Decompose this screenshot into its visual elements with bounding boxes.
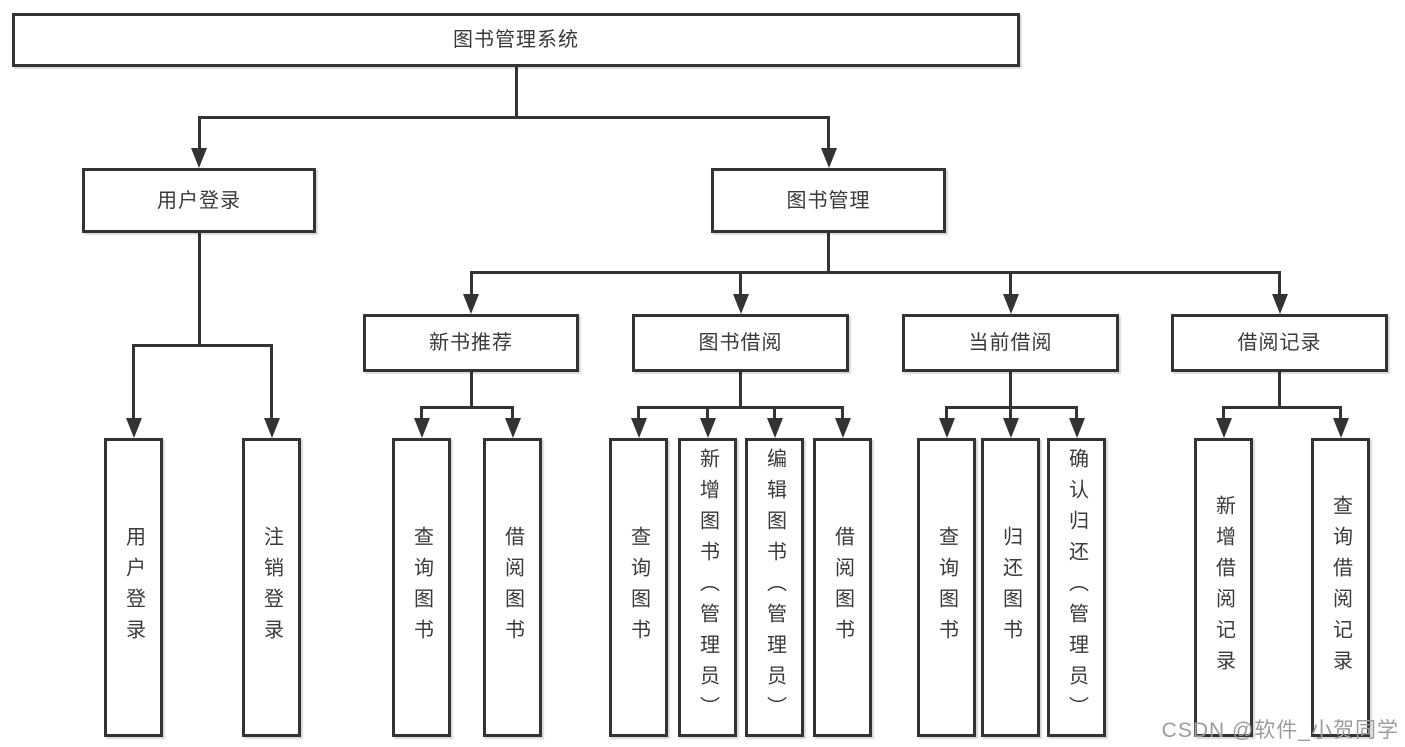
connector-stem	[1009, 407, 1012, 423]
node-book-mgmt-module: 图书管理	[711, 168, 946, 233]
node-leaf-borrow-books-2: 借阅图书	[813, 438, 872, 737]
node-label: 归还图书	[999, 525, 1022, 650]
arrow-down-icon	[1215, 418, 1232, 438]
connector-stem	[420, 407, 423, 423]
connector-hline	[637, 405, 844, 409]
arrow-down-icon	[1271, 294, 1288, 314]
connector-stem	[1339, 407, 1342, 423]
node-borrow-records: 借阅记录	[1171, 314, 1388, 372]
arrow-down-icon	[504, 418, 521, 438]
node-label: 借阅图书	[501, 525, 524, 650]
connector-hline	[132, 343, 273, 347]
connector-stem	[511, 407, 514, 423]
node-label: 当前借阅	[968, 332, 1053, 354]
connector-stem	[739, 272, 742, 299]
connector-stem	[841, 407, 844, 423]
node-label: 新书推荐	[429, 332, 513, 354]
node-leaf-confirm-return: 确认归还（管理员）	[1047, 438, 1106, 737]
arrow-down-icon	[766, 418, 783, 438]
csdn-watermark: CSDN @软件_小贺同学	[1161, 719, 1399, 742]
connector-vline	[197, 233, 201, 347]
connector-stem	[1222, 407, 1225, 423]
node-label: 借阅记录	[1237, 332, 1322, 354]
connector-hline	[420, 405, 514, 409]
arrow-down-icon	[1068, 418, 1085, 438]
arrow-down-icon	[938, 418, 955, 438]
connector-vline	[827, 233, 830, 274]
node-label: 查询图书	[935, 525, 958, 650]
node-label: 图书管理	[786, 189, 871, 212]
node-user-login-module: 用户登录	[82, 168, 316, 233]
connector-stem	[469, 272, 473, 299]
connector-vline	[739, 372, 742, 409]
connector-vline	[1278, 372, 1281, 409]
arrow-down-icon	[699, 418, 716, 438]
node-leaf-add-books: 新增图书（管理员）	[678, 438, 737, 737]
connector-stem	[1075, 407, 1078, 423]
node-label: 查询图书	[627, 525, 650, 650]
node-label: 用户登录	[157, 189, 241, 212]
node-leaf-return-books: 归还图书	[981, 438, 1040, 737]
arrow-down-icon	[125, 418, 142, 438]
arrow-down-icon	[630, 418, 647, 438]
arrow-down-icon	[1002, 294, 1019, 314]
node-leaf-borrow-books-1: 借阅图书	[483, 438, 542, 737]
connector-vline	[469, 372, 473, 409]
node-leaf-user-login: 用户登录	[104, 438, 163, 737]
arrow-down-icon	[263, 418, 280, 438]
arrow-down-icon	[1002, 418, 1019, 438]
connector-stem	[827, 117, 830, 153]
arrow-down-icon	[463, 294, 479, 314]
connector-stem	[706, 407, 709, 423]
connector-stem	[1278, 272, 1281, 299]
connector-stem	[773, 407, 776, 423]
arrow-down-icon	[820, 148, 837, 168]
node-label: 图书管理系统	[453, 29, 579, 51]
node-label: 用户登录	[122, 525, 145, 650]
node-leaf-add-record: 新增借阅记录	[1194, 438, 1253, 737]
connector-stem	[197, 117, 201, 153]
arrow-down-icon	[1332, 418, 1349, 438]
connector-stem	[945, 407, 948, 423]
node-label: 查询图书	[410, 525, 433, 650]
arrow-down-icon	[413, 418, 430, 438]
node-label: 注销登录	[260, 525, 283, 650]
node-book-borrow: 图书借阅	[632, 314, 849, 372]
node-label: 编辑图书（管理员）	[763, 448, 786, 727]
node-label: 查询借阅记录	[1329, 494, 1352, 681]
node-leaf-edit-books: 编辑图书（管理员）	[745, 438, 804, 737]
connector-stem	[132, 345, 135, 423]
node-label: 新增借阅记录	[1212, 494, 1235, 681]
node-current-borrow: 当前借阅	[902, 314, 1119, 372]
node-leaf-query-books-2: 查询图书	[609, 438, 668, 737]
connector-vline	[514, 67, 518, 119]
connector-stem	[1009, 272, 1012, 299]
node-leaf-query-record: 查询借阅记录	[1311, 438, 1370, 737]
node-leaf-logout: 注销登录	[242, 438, 301, 737]
connector-stem	[270, 345, 273, 423]
arrow-down-icon	[732, 294, 749, 314]
arrow-down-icon	[191, 148, 207, 168]
connector-vline	[1009, 372, 1012, 409]
node-label: 新增图书（管理员）	[696, 448, 719, 727]
node-leaf-query-books-1: 查询图书	[392, 438, 451, 737]
node-leaf-query-books-3: 查询图书	[917, 438, 976, 737]
node-label: 确认归还（管理员）	[1065, 448, 1088, 727]
node-root: 图书管理系统	[12, 13, 1020, 67]
node-new-book-recommend: 新书推荐	[363, 314, 579, 372]
connector-stem	[637, 407, 640, 423]
arrow-down-icon	[834, 418, 851, 438]
connector-hline	[1222, 405, 1342, 409]
connector-hline	[469, 270, 1281, 274]
connector-hline	[197, 115, 830, 119]
node-label: 借阅图书	[831, 525, 854, 650]
node-label: 图书借阅	[698, 332, 783, 354]
